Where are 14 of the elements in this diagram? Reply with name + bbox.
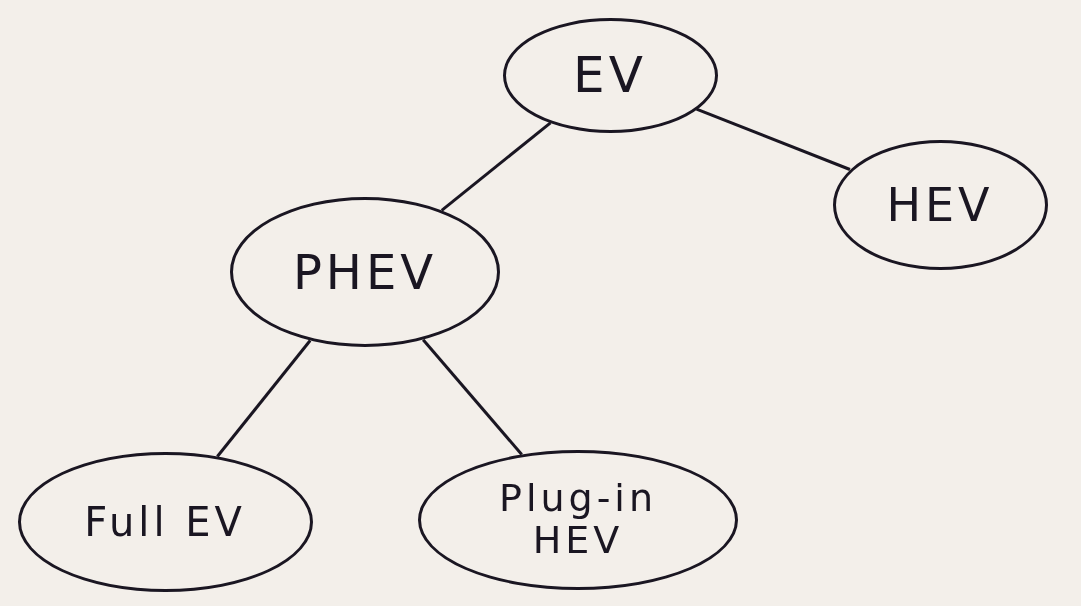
ellipse-node	[230, 197, 500, 347]
connector-line	[696, 107, 851, 171]
connector-line	[216, 339, 312, 458]
ellipse-node	[832, 140, 1048, 270]
node-label: PHEV	[292, 245, 438, 299]
connector-line	[440, 121, 552, 212]
connector-line	[422, 338, 523, 456]
ellipse-node	[502, 17, 718, 133]
ellipse-node	[418, 450, 738, 590]
ellipse-node	[17, 452, 313, 592]
node-label: Full EV	[84, 500, 246, 544]
node-label: Plug-in HEV	[498, 478, 658, 562]
node-label: EV	[573, 47, 647, 103]
node-label: HEV	[886, 179, 994, 231]
